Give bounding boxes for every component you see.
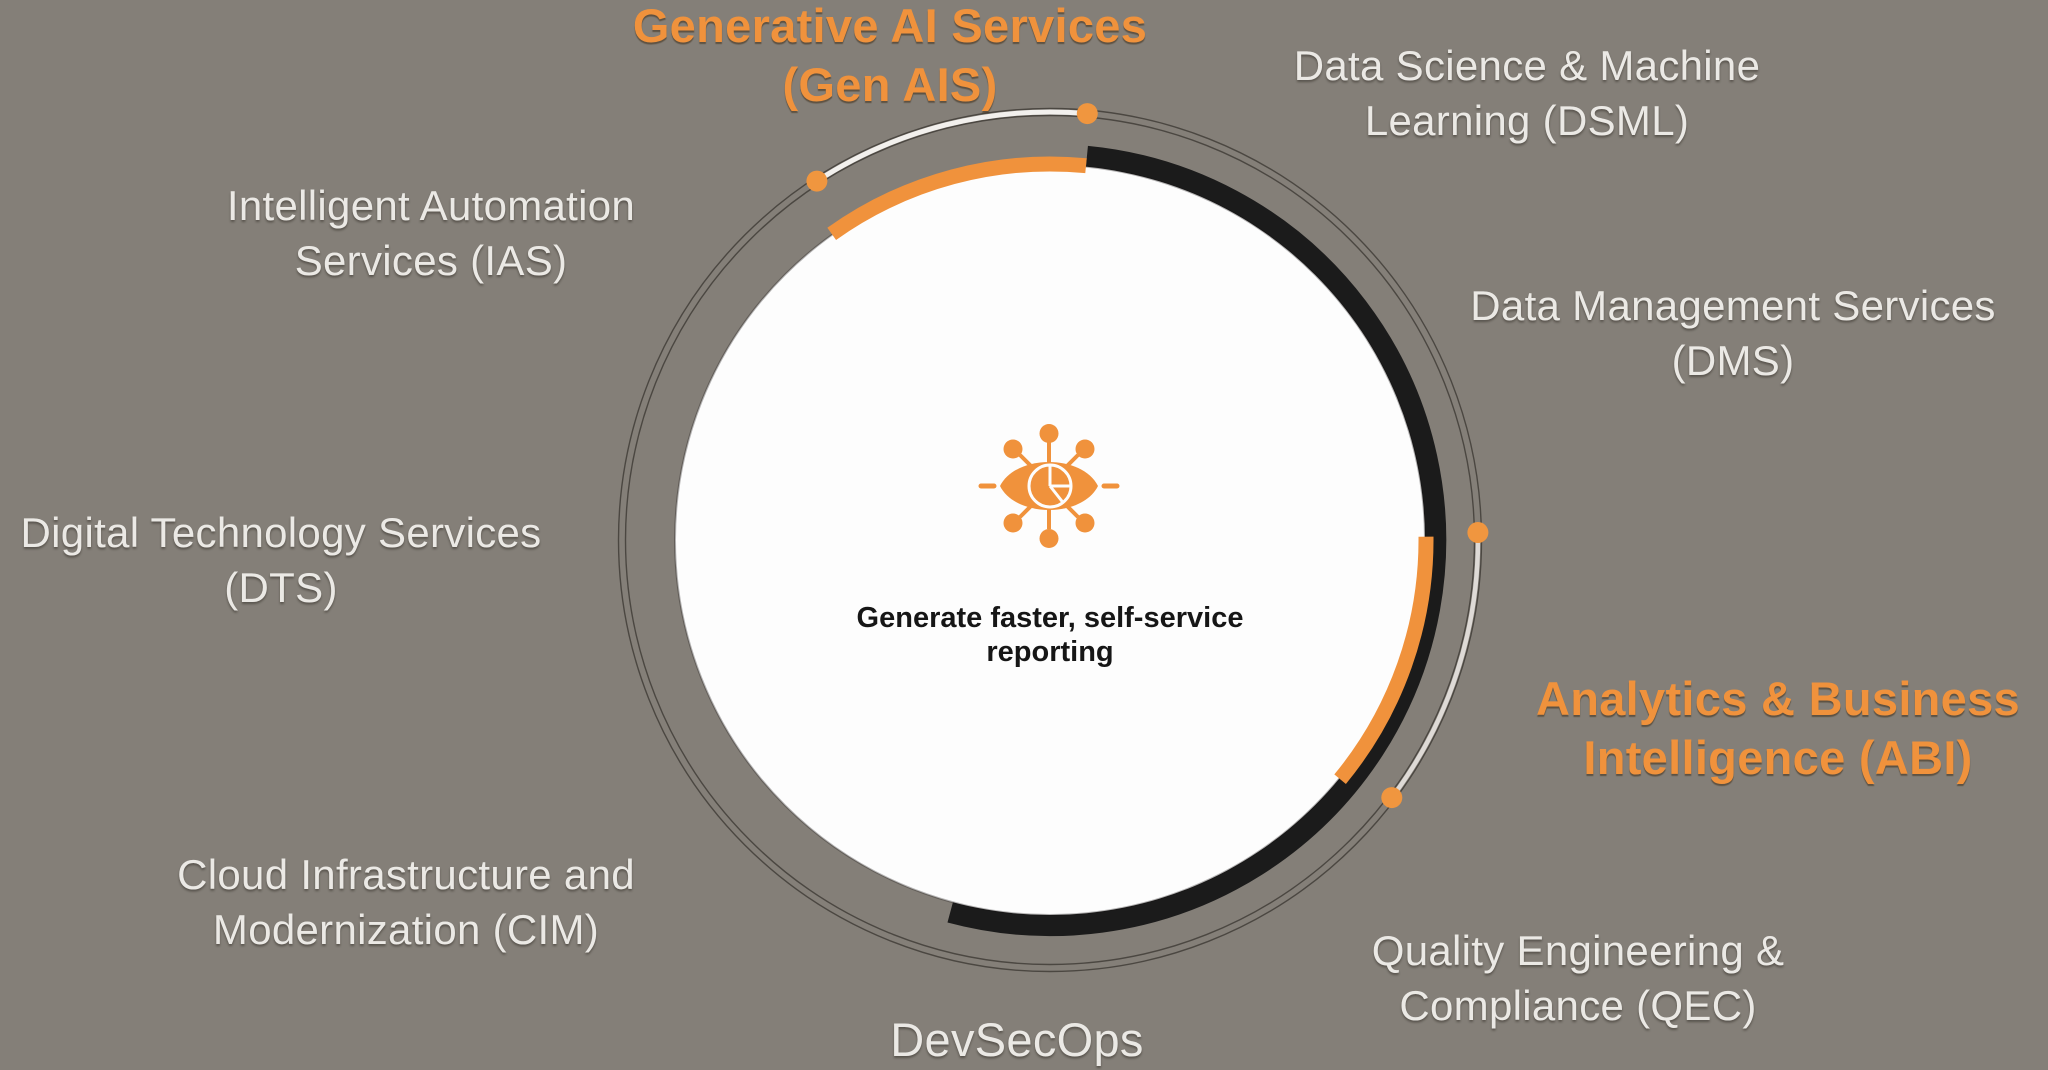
data-insight-eye-icon (978, 424, 1120, 548)
label-line: Services (IAS) (294, 237, 568, 284)
label-line: (DMS) (1671, 337, 1795, 384)
label-intelligent-automation-services: Intelligent Automation Services (IAS) (227, 178, 635, 288)
label-line: Intelligence (ABI) (1583, 731, 1973, 784)
label-line: Intelligent Automation (226, 182, 636, 229)
label-line: Analytics & Business (1535, 672, 2021, 725)
label-quality-engineering-compliance: Quality Engineering & Compliance (QEC) (1372, 923, 1785, 1033)
label-cloud-infrastructure-modernization: Cloud Infrastructure and Modernization (… (177, 847, 635, 957)
abi-segment-arc (1334, 536, 1434, 784)
center-caption-line1: Generate faster, self-service (856, 602, 1244, 634)
label-generative-ai-services: Generative AI Services (Gen AIS) (633, 0, 1147, 114)
label-line: Generative AI Services (632, 0, 1148, 52)
label-line: Quality Engineering & (1371, 927, 1785, 974)
label-line: Modernization (CIM) (212, 906, 600, 953)
label-line: (DTS) (224, 564, 338, 611)
gen-ais-ring-highlight-arc (814, 109, 1090, 184)
label-line: Cloud Infrastructure and (177, 851, 635, 898)
label-line: DevSecOps (890, 1013, 1144, 1066)
abi-ring-highlight-arc (1389, 530, 1481, 800)
pie-chart-slices (1048, 465, 1071, 504)
label-line: Compliance (QEC) (1399, 982, 1757, 1029)
dot-gen-ais-start (806, 170, 828, 192)
label-line: Learning (DSML) (1364, 97, 1690, 144)
spoke-lines (1018, 442, 1080, 529)
label-digital-technology-services: Digital Technology Services (DTS) (21, 505, 542, 615)
gen-ais-segment-arc (827, 156, 1087, 241)
dot-abi-end (1381, 787, 1403, 809)
shadow-band-arc (947, 145, 1447, 937)
label-analytics-business-intelligence: Analytics & Business Intelligence (ABI) (1536, 669, 2020, 787)
label-line: (Gen AIS) (782, 58, 998, 111)
label-data-science-machine-learning: Data Science & Machine Learning (DSML) (1294, 38, 1761, 148)
label-data-management-services: Data Management Services (DMS) (1470, 278, 1995, 388)
label-devsecops: DevSecOps (890, 1012, 1143, 1067)
dot-abi-start (1467, 522, 1489, 543)
center-caption-line2: reporting (986, 636, 1114, 668)
center-caption: Generate faster, self-service reporting (857, 601, 1244, 669)
label-line: Data Management Services (1470, 282, 1996, 329)
label-line: Data Science & Machine (1293, 42, 1761, 89)
segment-endpoint-dots (806, 103, 1489, 809)
dot-gen-ais-end (1076, 103, 1098, 125)
label-line: Digital Technology Services (20, 509, 542, 556)
spoke-nodes (1003, 424, 1095, 548)
